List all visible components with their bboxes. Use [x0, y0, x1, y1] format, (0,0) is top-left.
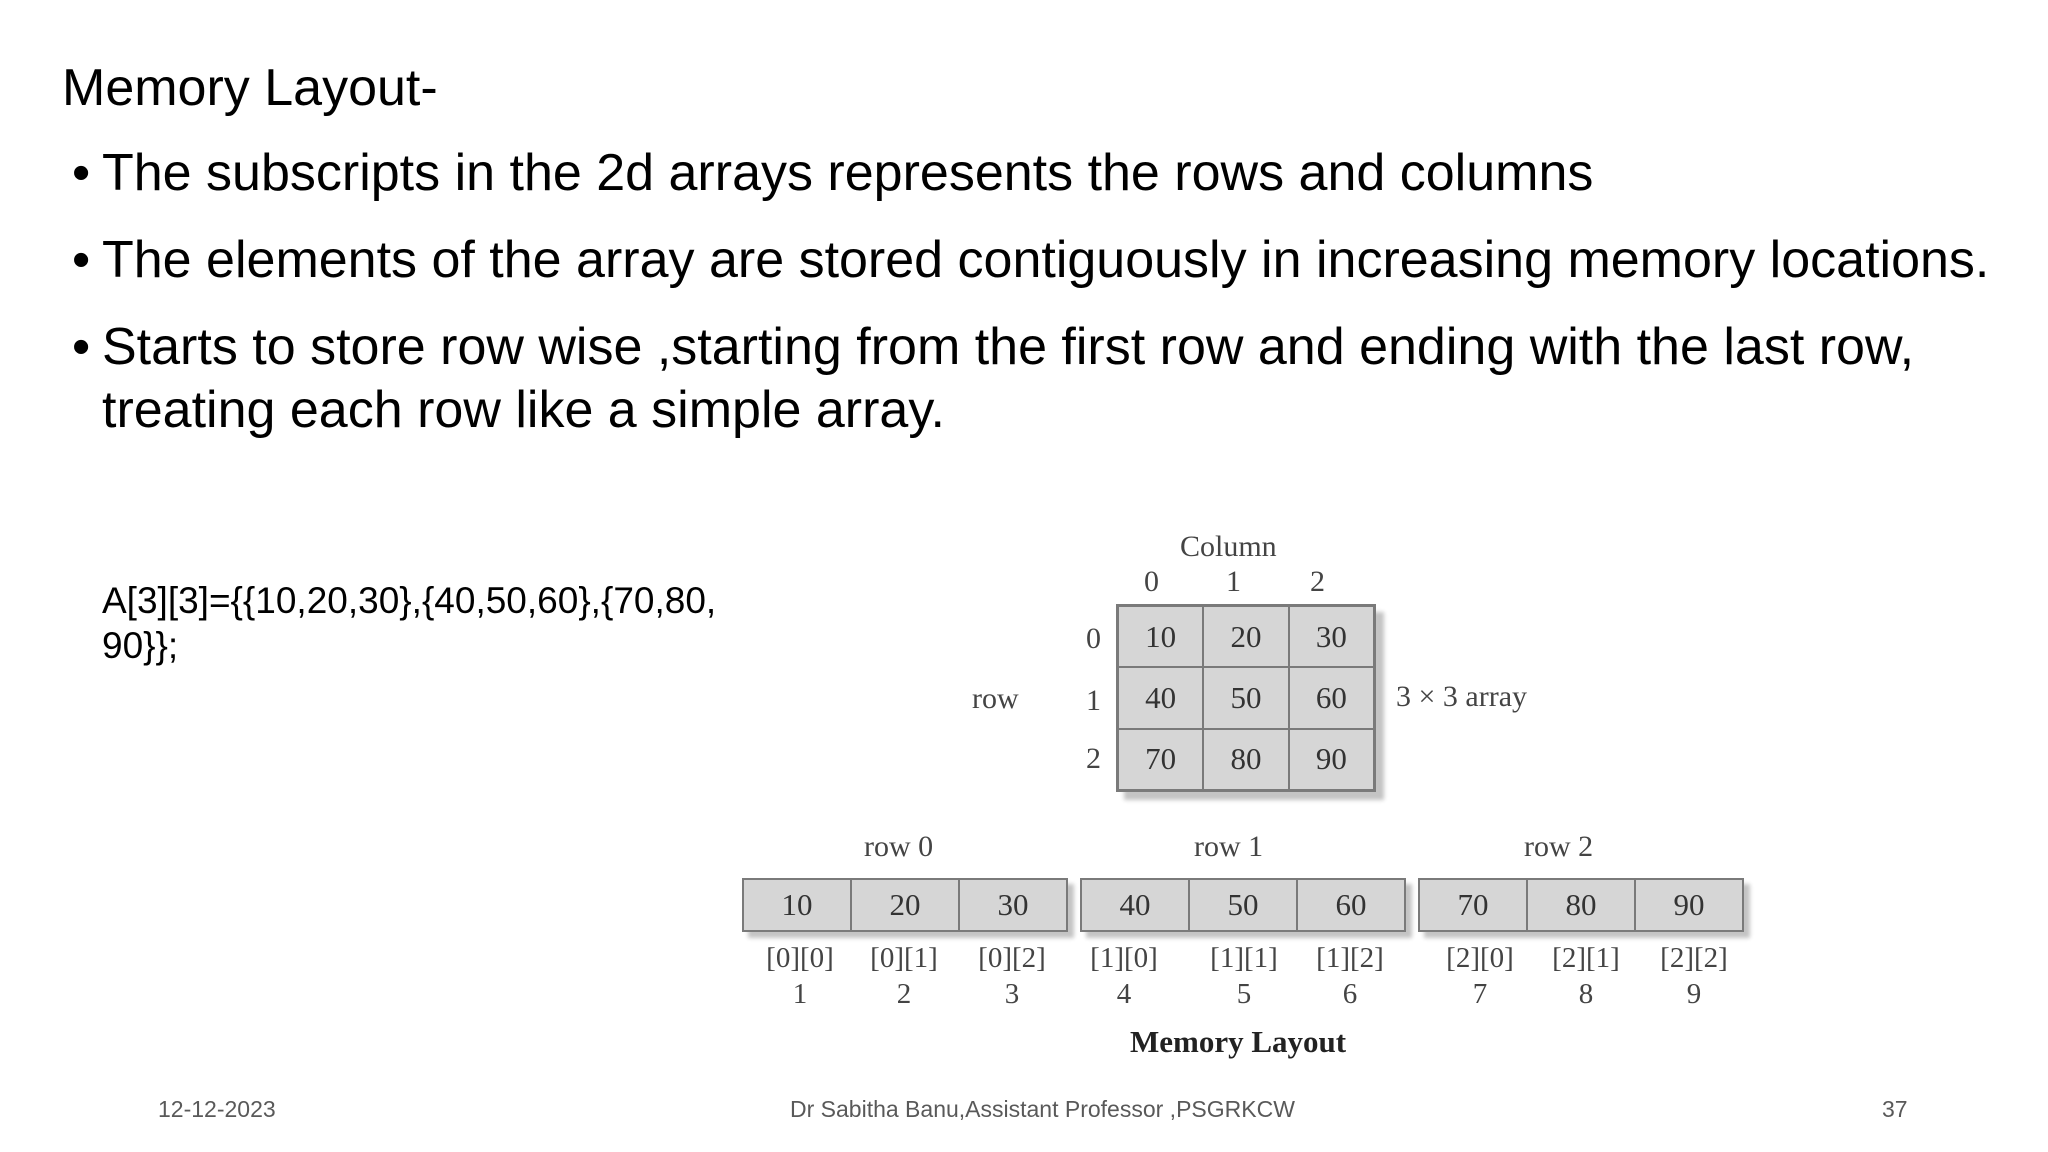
- bullet-text: Starts to store row wise ,starting from …: [102, 318, 1915, 439]
- memory-cell: 30: [997, 887, 1029, 922]
- slide-number: 37: [1882, 1096, 1908, 1122]
- index-label: [1][1]: [1210, 942, 1278, 974]
- bullet-item: •The elements of the array are stored co…: [68, 229, 2028, 292]
- array-size-label: 3 × 3 array: [1396, 680, 1528, 713]
- memory-cell: 60: [1335, 887, 1367, 922]
- memory-cell: 50: [1190, 880, 1298, 930]
- memory-row-block: 10 20 30: [742, 878, 1068, 932]
- slide-title: Memory Layout-: [62, 59, 438, 117]
- row-index: 2: [1086, 742, 1101, 775]
- position-number: 1: [792, 978, 808, 1010]
- memory-cell: 20: [852, 880, 960, 930]
- memory-row-block: 40 50 60: [1080, 878, 1406, 932]
- col-index: 1: [1226, 565, 1241, 598]
- array-cell: 70: [1118, 728, 1204, 790]
- row-index: 0: [1086, 622, 1101, 655]
- bullet-list: •The subscripts in the 2d arrays represe…: [68, 142, 2028, 466]
- position-number: 2: [896, 978, 912, 1010]
- array-cell: 30: [1288, 606, 1374, 668]
- index-label: [0][1]: [870, 942, 938, 974]
- position-number: 6: [1342, 978, 1358, 1010]
- array-cell: 20: [1203, 606, 1289, 668]
- footer-date: 12-12-2023: [158, 1096, 276, 1122]
- index-label: [0][0]: [766, 942, 834, 974]
- index-label: [1][0]: [1090, 942, 1158, 974]
- bullet-dot-icon: •: [72, 318, 91, 376]
- position-number: 3: [1004, 978, 1020, 1010]
- element-index: [0][1] 2: [854, 940, 954, 1012]
- position-number: 5: [1236, 978, 1252, 1010]
- memory-cell: 10: [744, 880, 852, 930]
- row-label: row: [972, 682, 1019, 715]
- col-index: 0: [1144, 565, 1159, 598]
- element-index: [0][0] 1: [750, 940, 850, 1012]
- memory-cell: 90: [1673, 887, 1705, 922]
- array-grid: 10 20 30 40 50 60 70 80 90: [1116, 604, 1376, 792]
- position-number: 4: [1116, 978, 1132, 1010]
- array-declaration: A[3][3]={{10,20,30},{40,50,60},{70,80, 9…: [102, 580, 717, 666]
- bullet-text: The elements of the array are stored con…: [102, 231, 1990, 289]
- memory-layout-caption: Memory Layout: [1130, 1024, 1347, 1059]
- memory-row-label: row 0: [864, 830, 934, 863]
- column-label: Column: [1180, 530, 1277, 563]
- bullet-item: •Starts to store row wise ,starting from…: [68, 316, 2028, 442]
- index-label: [2][0]: [1446, 942, 1514, 974]
- memory-cell: 80: [1528, 880, 1636, 930]
- bullet-text: The subscripts in the 2d arrays represen…: [102, 144, 1594, 202]
- bullet-dot-icon: •: [72, 144, 91, 202]
- array-cell: 60: [1288, 667, 1374, 729]
- element-index: [2][1] 8: [1536, 940, 1636, 1012]
- row-index: 1: [1086, 684, 1101, 717]
- element-index: [2][0] 7: [1430, 940, 1530, 1012]
- index-label: [1][2]: [1316, 942, 1384, 974]
- index-label: [2][1]: [1552, 942, 1620, 974]
- bullet-dot-icon: •: [72, 231, 91, 289]
- array-cell: 10: [1118, 606, 1204, 668]
- element-index: [1][2] 6: [1300, 940, 1400, 1012]
- footer-author: Dr Sabitha Banu,Assistant Professor ,PSG…: [790, 1096, 1295, 1122]
- array-cell: 90: [1288, 728, 1374, 790]
- col-index: 2: [1310, 565, 1325, 598]
- bullet-item: •The subscripts in the 2d arrays represe…: [68, 142, 2028, 205]
- position-number: 8: [1578, 978, 1594, 1010]
- index-label: [0][2]: [978, 942, 1046, 974]
- memory-cell: 40: [1082, 880, 1190, 930]
- element-index: [0][2] 3: [962, 940, 1062, 1012]
- element-index: [1][0] 4: [1074, 940, 1174, 1012]
- memory-row-label: row 2: [1524, 830, 1594, 863]
- position-number: 9: [1686, 978, 1702, 1010]
- array-cell: 80: [1203, 728, 1289, 790]
- position-number: 7: [1472, 978, 1488, 1010]
- memory-cell: 70: [1420, 880, 1528, 930]
- array-cell: 50: [1203, 667, 1289, 729]
- array-cell: 40: [1118, 667, 1204, 729]
- memory-row-label: row 1: [1194, 830, 1264, 863]
- index-label: [2][2]: [1660, 942, 1728, 974]
- element-index: [2][2] 9: [1644, 940, 1744, 1012]
- element-index: [1][1] 5: [1194, 940, 1294, 1012]
- memory-row-block: 70 80 90: [1418, 878, 1744, 932]
